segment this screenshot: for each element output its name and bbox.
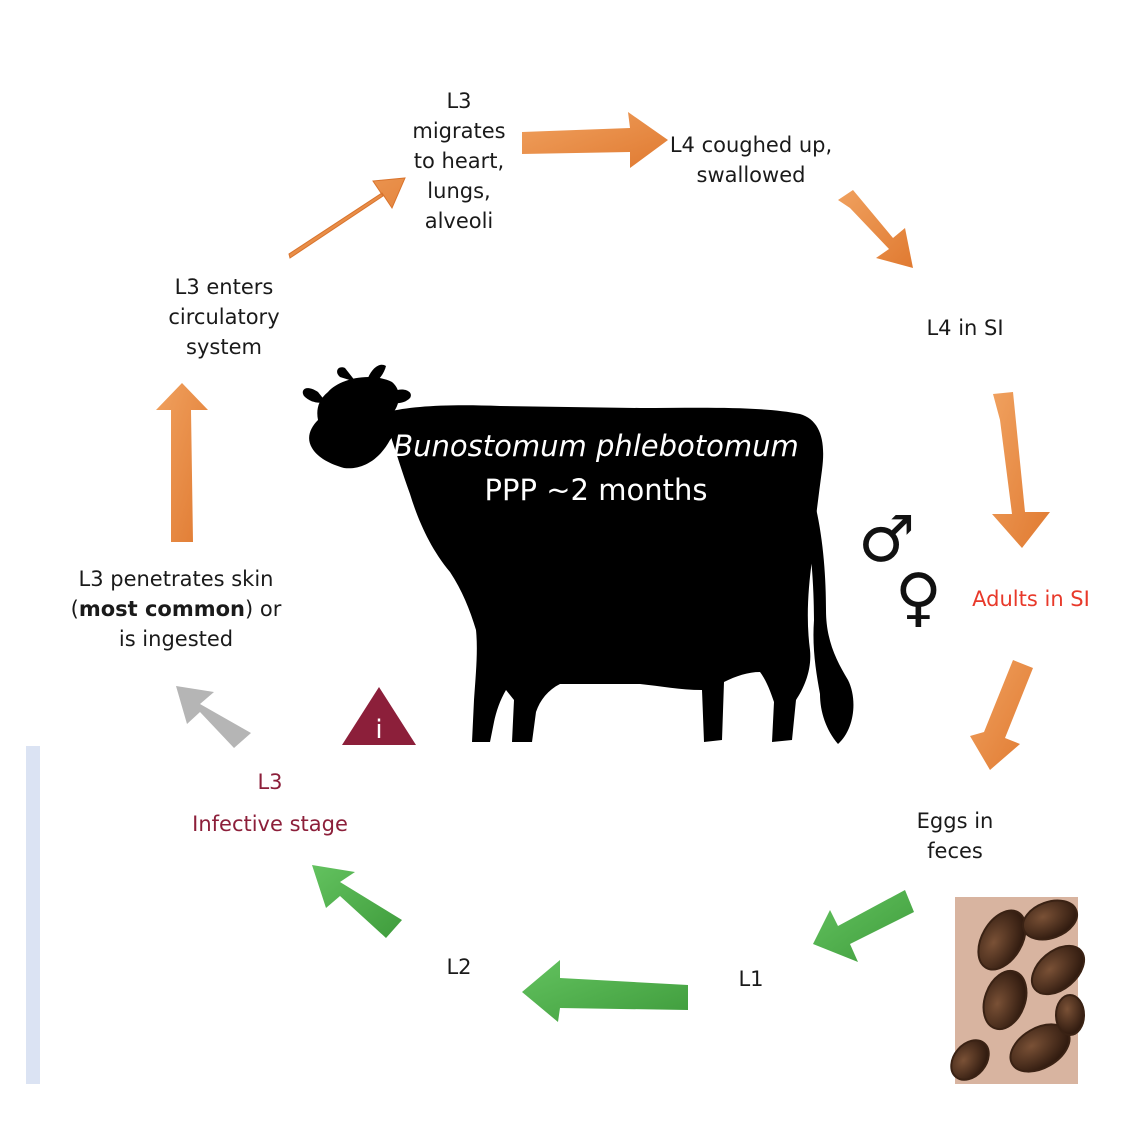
stage-l3: L3 bbox=[257, 770, 283, 794]
stage-l2: L2 bbox=[446, 955, 472, 979]
stage-l4-si: L4 in SI bbox=[926, 316, 1004, 340]
arrow-l4-coughed-to-l4-si bbox=[838, 190, 913, 268]
arrow-l2-to-l3 bbox=[312, 865, 402, 938]
arrow-l1-to-l2 bbox=[522, 960, 688, 1022]
external-phase-arrows bbox=[312, 865, 914, 1022]
stage-l1: L1 bbox=[738, 967, 764, 991]
stage-eggs-feces: Eggs in feces bbox=[916, 809, 994, 863]
female-symbol-icon: ♀ bbox=[895, 561, 942, 635]
emphasis-most-common: most common bbox=[78, 597, 246, 621]
arrow-migrates-to-l4-coughed bbox=[522, 112, 668, 168]
center-title: Bunostomum phlebotomum PPP ~2 months bbox=[393, 424, 799, 512]
warning-letter: i bbox=[375, 715, 382, 745]
stage-adults-si: Adults in SI bbox=[972, 587, 1090, 611]
stage-l3-penetrates: L3 penetrates skin (most common) or is i… bbox=[70, 567, 282, 651]
stage-l3-migrates: L3 migrates to heart, lungs, alveoli bbox=[412, 89, 506, 233]
species-name: Bunostomum phlebotomum bbox=[393, 429, 799, 463]
arrow-eggs-to-l1 bbox=[813, 890, 914, 962]
stage-infective: Infective stage bbox=[192, 812, 348, 836]
warning-triangle-icon: i bbox=[342, 687, 416, 745]
arrow-l3-to-penetrates bbox=[176, 686, 251, 748]
stage-l3-enters: L3 enters circulatory system bbox=[168, 275, 280, 359]
host-phase-arrows bbox=[156, 112, 1050, 770]
egg-micrograph bbox=[950, 897, 1086, 1084]
arrow-l4-si-to-adults bbox=[992, 392, 1050, 548]
side-accent-bar bbox=[26, 746, 40, 1084]
stage-l4-coughed: L4 coughed up, swallowed bbox=[669, 133, 833, 187]
prepatent-period: PPP ~2 months bbox=[484, 473, 708, 507]
arrow-adults-to-eggs bbox=[970, 660, 1033, 770]
arrow-l3-enters-to-migrates bbox=[288, 177, 406, 259]
cow-silhouette bbox=[302, 364, 854, 744]
arrow-l3-penetrates-to-enters bbox=[156, 383, 208, 542]
male-symbol-icon: ♂ bbox=[858, 503, 916, 577]
